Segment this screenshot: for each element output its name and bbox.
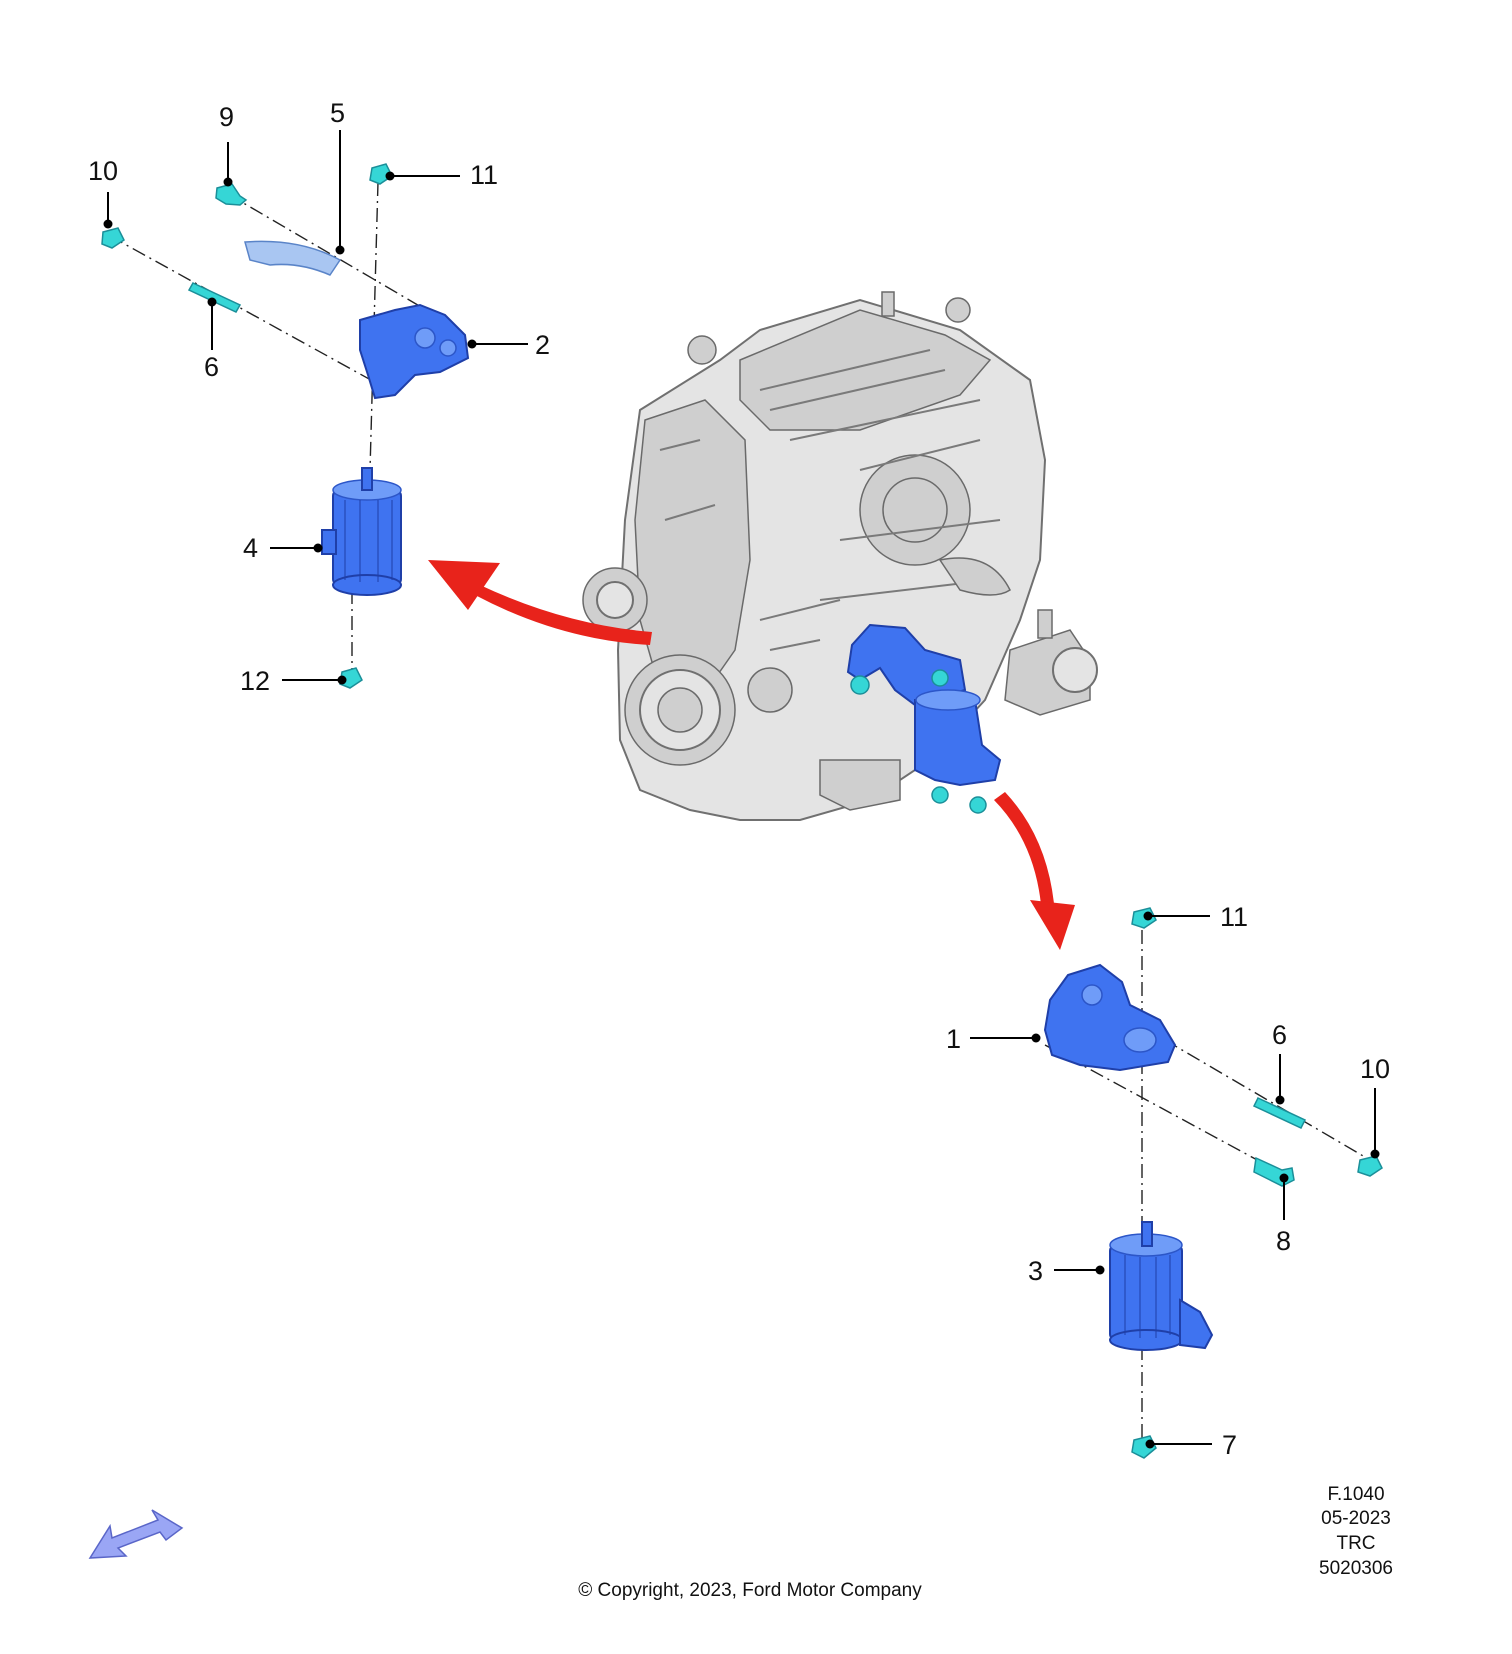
figure-source: TRC	[1336, 1533, 1375, 1554]
callout-11-left: 11	[470, 160, 498, 190]
left-axis-lines	[109, 181, 441, 680]
mount-isolator-part-3	[1109, 1221, 1214, 1351]
callout-8: 8	[1276, 1226, 1291, 1256]
nut-part-10-left	[101, 227, 125, 249]
stud-part-6-right	[1252, 1097, 1307, 1129]
callout-7: 7	[1222, 1430, 1237, 1460]
callout-9: 9	[219, 102, 234, 132]
figure-reference-block: F.1040 05-2023 TRC 5020306	[1319, 1484, 1393, 1579]
engine-assembly	[582, 291, 1098, 821]
figure-code: F.1040	[1327, 1484, 1384, 1505]
figure-date: 05-2023	[1321, 1508, 1391, 1529]
nut-part-11-left	[369, 163, 393, 185]
bolt-part-9	[215, 183, 248, 206]
callout-6-left: 6	[204, 352, 219, 382]
callout-1: 1	[946, 1024, 961, 1054]
callout-5: 5	[330, 98, 345, 128]
mount-isolator-part-4	[321, 467, 402, 596]
callout-12: 12	[240, 666, 270, 696]
callout-11-right: 11	[1220, 902, 1248, 932]
front-direction-arrow-icon	[88, 1509, 184, 1559]
red-arrow-left	[428, 560, 652, 645]
stud-part-6-left	[187, 282, 242, 313]
callout-numbers: 10 9 5 11 6 2 4 12 11 1 6 10 8 3 7	[88, 98, 1390, 1460]
bracket-part-2	[359, 303, 470, 400]
callout-6-right: 6	[1272, 1020, 1287, 1050]
bracket-part-1	[1043, 963, 1177, 1072]
copyright-notice: © Copyright, 2023, Ford Motor Company	[578, 1580, 922, 1601]
installed-mount-on-engine	[846, 623, 1002, 814]
figure-number: 5020306	[1319, 1558, 1393, 1579]
callout-10-left: 10	[88, 156, 118, 186]
bolt-part-8	[1253, 1156, 1295, 1187]
callout-2: 2	[535, 330, 550, 360]
nut-part-10-right	[1357, 1155, 1383, 1177]
callout-4: 4	[243, 533, 258, 563]
callout-10-right: 10	[1360, 1054, 1390, 1084]
heat-shield-part-5	[244, 240, 342, 276]
callout-leaders	[103, 130, 1380, 1449]
red-arrow-right	[994, 792, 1075, 950]
callout-3: 3	[1028, 1256, 1043, 1286]
